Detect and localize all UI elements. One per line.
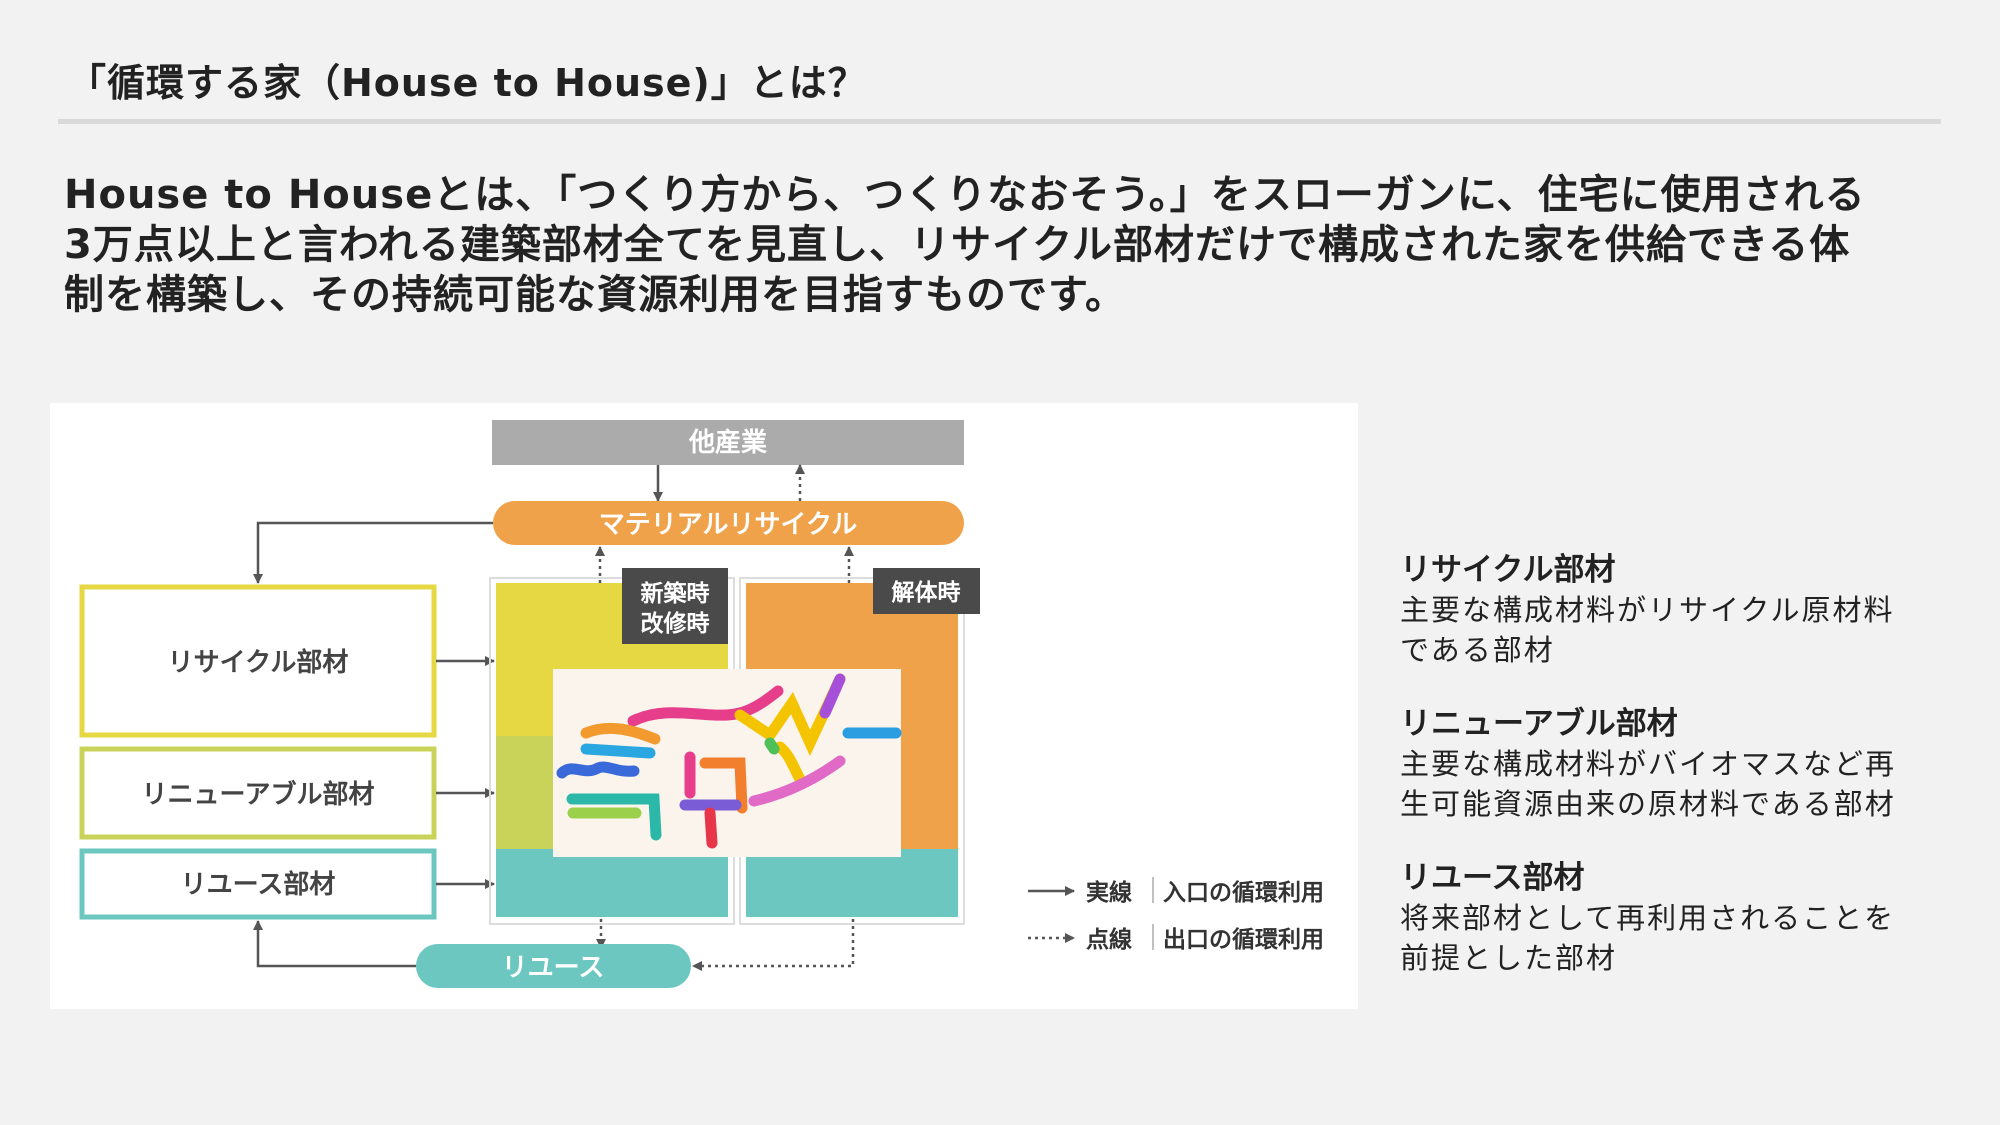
diagram-canvas: 他産業 マテリアルリサイクル リサイクル部材 リニューアブル部材 リユース部材: [79, 420, 1324, 988]
arrow-demolition-to-reuse: [692, 919, 855, 971]
new-build-teal-layer: [496, 849, 728, 917]
definitions-list: リサイクル部材 主要な構成材料がリサイクル原材料 である部材 リニューアブル部材…: [1400, 550, 1960, 1012]
definition-desc-line: 将来部材として再利用されることを: [1400, 901, 1896, 935]
new-build-tag: [622, 568, 728, 644]
material-recycle-pill: [493, 501, 964, 545]
definition-desc-line: である部材: [1400, 633, 1555, 667]
definition-term: リサイクル部材: [1400, 552, 1616, 588]
lead-line: 3万点以上と言われる建築部材全てを見直し、リサイクル部材だけで構成された家を供給…: [64, 222, 1851, 268]
arrow-recycle-to-recycle-material: [253, 521, 493, 584]
other-industries-label: 他産業: [688, 427, 767, 458]
renewable-material-box: [79, 746, 437, 840]
definition-item: リサイクル部材 主要な構成材料がリサイクル原材料 である部材: [1400, 550, 1960, 670]
definition-desc: 将来部材として再利用されることを 前提とした部材: [1400, 898, 1960, 978]
renewable-material-label: リニューアブル部材: [142, 779, 375, 810]
demolition-tag-label: 解体時: [892, 579, 961, 606]
legend-dotted-desc: 出口の循環利用: [1163, 926, 1324, 953]
new-build-tag-line1: 新築時: [641, 580, 710, 607]
lead-line: 制を構築し、その持続可能な資源利用を目指すものです。: [64, 272, 1126, 318]
circulation-diagram: 他産業 マテリアルリサイクル リサイクル部材 リニューアブル部材 リユース部材: [50, 403, 1358, 1009]
recycle-material-box: [79, 584, 437, 738]
definition-term: リニューアブル部材: [1400, 706, 1678, 742]
definition-term: リユース部材: [1400, 860, 1585, 896]
legend: 実線 入口の循環利用 点線 出口の循環利用: [1028, 877, 1324, 953]
house-to-house-logo: [553, 669, 902, 857]
definition-desc-line: 生可能資源由来の原材料である部材: [1400, 787, 1896, 821]
legend-solid-kind: 実線: [1086, 879, 1132, 906]
definition-desc-line: 主要な構成材料がバイオマスなど再: [1400, 747, 1897, 781]
demolition-teal-layer: [746, 849, 958, 917]
legend-solid-desc: 入口の循環利用: [1163, 879, 1324, 906]
other-industries-bar: [492, 420, 964, 465]
reuse-pill: [416, 944, 691, 988]
reuse-material-label: リユース部材: [181, 870, 336, 900]
reuse-material-box: [79, 848, 437, 920]
legend-dotted-kind: 点線: [1086, 926, 1132, 953]
demolition-tag: [873, 568, 980, 614]
definition-item: リユース部材 将来部材として再利用されることを 前提とした部材: [1400, 858, 1960, 978]
page-title: 「循環する家（House to House)」とは？: [68, 61, 867, 105]
definition-desc-line: 主要な構成材料がリサイクル原材料: [1400, 593, 1895, 627]
lead-line: House to Houseとは、「つくり方から、つくりなおそう。」をスローガン…: [64, 172, 1866, 218]
definition-item: リニューアブル部材 主要な構成材料がバイオマスなど再 生可能資源由来の原材料であ…: [1400, 704, 1960, 824]
arrow-reuse-to-reuse-material: [253, 920, 416, 968]
recycle-material-label: リサイクル部材: [168, 648, 349, 678]
definition-desc: 主要な構成材料がバイオマスなど再 生可能資源由来の原材料である部材: [1400, 744, 1960, 824]
definition-desc: 主要な構成材料がリサイクル原材料 である部材: [1400, 590, 1960, 670]
title-divider: [58, 119, 1941, 124]
reuse-label: リユース: [502, 953, 605, 983]
material-recycle-label: マテリアルリサイクル: [599, 510, 857, 540]
lead-paragraph: House to Houseとは、「つくり方から、つくりなおそう。」をスローガン…: [64, 170, 1964, 320]
definition-desc-line: 前提とした部材: [1400, 941, 1618, 975]
new-build-tag-line2: 改修時: [641, 610, 710, 637]
